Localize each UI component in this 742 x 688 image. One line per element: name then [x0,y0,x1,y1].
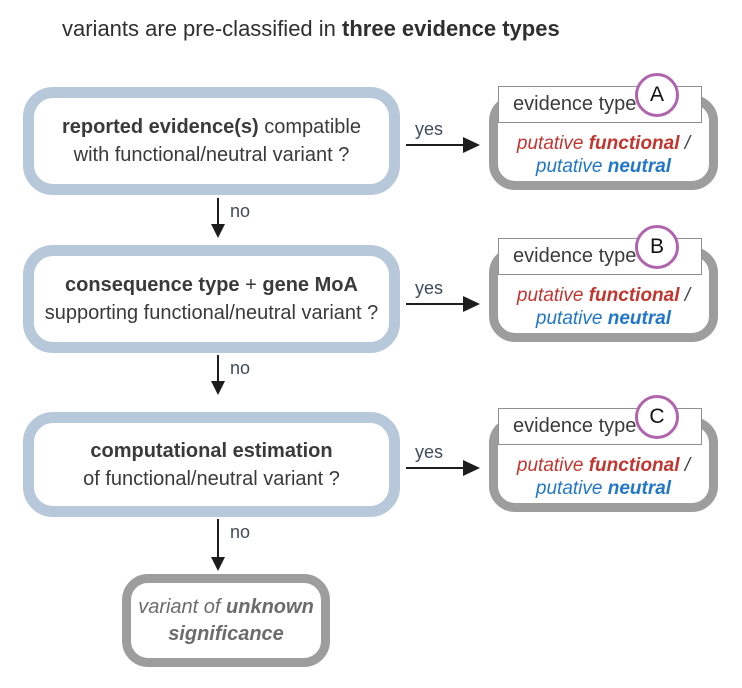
no-label: no [230,358,251,378]
arrow-line [406,303,463,305]
putative-functional-line: putative functional / [498,284,709,307]
putative-label: putative [535,308,608,329]
putative-neutral-line: putative neutral [498,307,709,330]
decision-text-line2: supporting functional/neutral variant ? [44,302,379,324]
page-title: variants are pre-classified in three evi… [62,16,560,42]
arrow-line [406,144,463,146]
decision-box-computational-estimation: computational estimation of functional/ne… [23,412,400,517]
decision-text-regular: + [239,274,263,296]
putative-functional-line: putative functional / [498,454,709,477]
functional-label: functional [588,133,680,154]
terminal-text-bold2: significance [168,622,284,645]
slash-separator: / [679,133,691,154]
evidence-type-text: evidence type [513,415,637,437]
putative-label: putative [535,478,608,499]
badge-letter: C [649,405,665,428]
evidence-letter-badge-c: C [635,395,679,439]
arrowhead-right-icon [463,137,480,153]
no-label: no [230,201,251,221]
no-arrow-2: no [211,355,277,395]
arrow-line [217,355,219,381]
decision-text: computational estimation of functional/ne… [83,437,340,493]
arrow-line [217,519,219,557]
functional-label: functional [588,455,680,476]
title-bold: three evidence types [342,16,560,41]
evidence-type-text: evidence type [513,245,637,267]
evidence-group-c: putative functional / putative neutral e… [489,395,718,513]
badge-letter: B [649,235,664,258]
terminal-text-bold: unknown [226,595,314,618]
badge-letter: A [649,83,664,106]
arrowhead-right-icon [463,460,480,476]
arrowhead-down-icon [211,381,225,395]
slash-separator: / [679,285,691,306]
decision-text-regular: compatible [258,116,361,138]
arrowhead-right-icon [463,296,480,312]
yes-arrow-2: yes [406,278,484,314]
decision-text-line2: of functional/neutral variant ? [83,467,340,490]
evidence-letter-badge-a: A [635,73,679,117]
decision-text-bold: computational estimation [90,439,333,462]
evidence-content: putative functional / putative neutral [498,454,709,500]
decision-text: reported evidence(s) compatible with func… [62,113,361,169]
functional-label: functional [588,285,680,306]
terminal-text: variant of unknown significance [138,594,314,648]
no-arrow-3: no [211,519,277,573]
yes-arrow-3: yes [406,442,484,478]
decision-text-bold2: gene MoA [262,274,358,296]
neutral-label: neutral [607,308,672,329]
evidence-group-b: putative functional / putative neutral e… [489,225,718,343]
putative-neutral-line: putative neutral [498,155,709,178]
evidence-type-text: evidence type [513,93,637,115]
yes-label: yes [415,119,444,139]
terminal-text-regular: variant of [138,595,227,618]
putative-label: putative [516,133,589,154]
decision-text: consequence type + gene MoA supporting fu… [45,271,379,327]
slash-separator: / [679,455,691,476]
neutral-label: neutral [607,478,672,499]
putative-neutral-line: putative neutral [498,477,709,500]
evidence-group-a: putative functional / putative neutral e… [489,73,718,191]
decision-text-bold: reported evidence(s) [61,116,259,138]
arrowhead-down-icon [211,557,225,571]
putative-label: putative [535,156,608,177]
putative-label: putative [516,285,589,306]
yes-arrow-1: yes [406,119,484,155]
evidence-content: putative functional / putative neutral [498,132,709,178]
decision-box-reported-evidences: reported evidence(s) compatible with func… [23,87,400,195]
evidence-letter-badge-b: B [635,225,679,269]
arrowhead-down-icon [211,224,225,238]
yes-label: yes [415,278,444,298]
putative-functional-line: putative functional / [498,132,709,155]
neutral-label: neutral [607,156,672,177]
no-label: no [230,522,251,542]
yes-label: yes [415,442,444,462]
terminal-box-unknown-significance: variant of unknown significance [122,574,330,667]
decision-text-bold: consequence type [65,274,240,296]
arrow-line [406,467,463,469]
arrow-line [217,198,219,224]
title-regular: variants are pre-classified in [62,16,343,41]
decision-text-line2: with functional/neutral variant ? [73,144,350,166]
evidence-content: putative functional / putative neutral [498,284,709,330]
no-arrow-1: no [211,198,277,238]
putative-label: putative [516,455,589,476]
decision-box-consequence-type: consequence type + gene MoA supporting fu… [23,245,400,353]
